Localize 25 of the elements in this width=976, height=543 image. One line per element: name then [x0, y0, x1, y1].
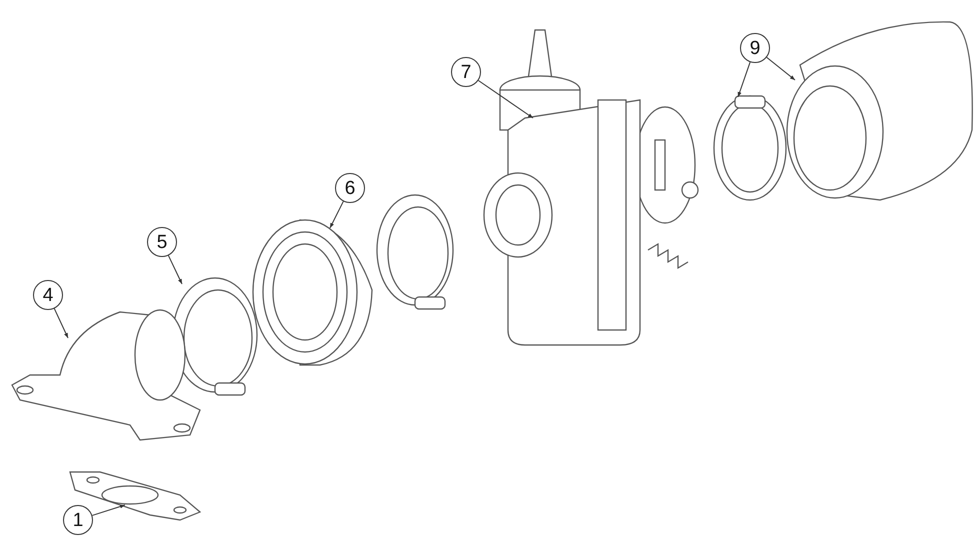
callout-circle [147, 227, 177, 257]
air-filter-drawing [786, 21, 973, 201]
callout-circle [33, 280, 63, 310]
leader-line [766, 56, 796, 80]
hose-clamp-drawing [172, 277, 258, 396]
callout-number: 4 [42, 285, 54, 307]
leader-line [738, 62, 751, 98]
leader-line [168, 255, 182, 284]
callout-circle [335, 173, 365, 203]
callout-number: 5 [156, 232, 168, 254]
leader-line [330, 200, 344, 228]
rubber-sleeve-drawing [252, 219, 373, 366]
callout-number: 6 [344, 178, 356, 200]
carburetor-drawing [483, 29, 699, 346]
leader-line [92, 504, 126, 516]
leader-line [54, 308, 68, 338]
leader-line [478, 80, 534, 118]
callout-number: 9 [748, 38, 762, 60]
callout-number: 1 [72, 510, 84, 532]
callout-circle [740, 33, 770, 63]
hose-clamp-drawing [713, 95, 787, 201]
intake-manifold-drawing [11, 309, 201, 441]
callout-number: 7 [460, 62, 472, 84]
callout-circle [451, 57, 481, 87]
callout-circle [63, 505, 93, 535]
